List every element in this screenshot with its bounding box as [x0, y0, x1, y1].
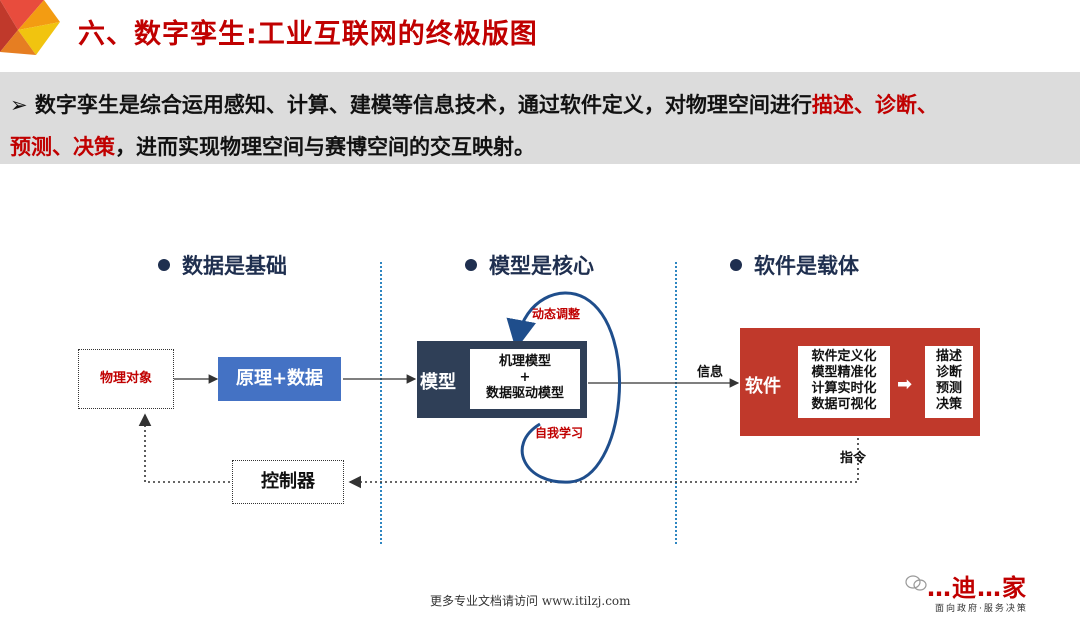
section-heading-model: 模型是核心	[465, 250, 594, 280]
lead-text-b: ，进而实现物理空间与赛博空间的交互映射。	[115, 135, 535, 159]
model-card-line: +	[519, 370, 531, 385]
section-label: 软件是载体	[754, 254, 859, 278]
lead-text-a: 数字孪生是综合运用感知、计算、建模等信息技术，通过软件定义，对物理空间进行	[34, 93, 812, 117]
wechat-icon	[905, 575, 927, 591]
lead-background	[0, 72, 1080, 164]
bullet-dot-icon	[158, 259, 170, 271]
lead-paragraph: ➢ 数字孪生是综合运用感知、计算、建模等信息技术，通过软件定义，对物理空间进行描…	[10, 84, 1070, 168]
model-card-line: 机理模型	[498, 354, 551, 369]
model-card: 机理模型 + 数据驱动模型	[470, 349, 580, 409]
logo-text: …迪…家	[927, 574, 1027, 602]
model-card-line: 数据驱动模型	[485, 386, 564, 401]
controller-box: 控制器	[232, 460, 344, 504]
section-heading-software: 软件是载体	[730, 250, 859, 280]
output-card-line: 描述	[935, 349, 962, 364]
principle-data-label: 原理+数据	[235, 368, 324, 389]
controller-label: 控制器	[261, 471, 315, 492]
bullet-icon: ➢	[10, 93, 28, 117]
right-arrow-icon: ➡	[897, 374, 913, 395]
software-card-line: 数据可视化	[811, 397, 877, 412]
output-card-line: 诊断	[935, 365, 962, 380]
command-label: 指令	[840, 451, 867, 466]
output-card: 描述 诊断 预测 决策	[925, 346, 973, 418]
software-card-line: 软件定义化	[811, 349, 877, 364]
footer-text: 更多专业文档请访问 www.itilzj.com	[430, 594, 631, 608]
lead-red-b: 预测、决策	[10, 135, 115, 159]
lead-red-a: 描述、诊断、	[811, 93, 938, 117]
self-learning-label: 自我学习	[535, 426, 584, 440]
output-card-line: 预测	[935, 381, 962, 396]
physical-object-label: 物理对象	[99, 371, 152, 386]
software-card-line: 模型精准化	[811, 365, 877, 380]
dynamic-adjust-label: 动态调整	[532, 307, 581, 321]
separator-line	[675, 262, 677, 544]
model-label: 模型	[420, 372, 456, 393]
section-heading-data: 数据是基础	[158, 250, 287, 280]
logo: …迪…家 面向政府·服务决策	[905, 568, 1065, 620]
software-card: 软件定义化 模型精准化 计算实时化 数据可视化	[798, 346, 890, 418]
info-label: 信息	[697, 365, 724, 380]
principle-data-box: 原理+数据	[218, 357, 341, 401]
corner-decoration	[0, 0, 60, 55]
bullet-dot-icon	[465, 259, 477, 271]
software-label: 软件	[745, 376, 781, 397]
software-card-line: 计算实时化	[811, 381, 877, 396]
logo-slogan: 面向政府·服务决策	[935, 604, 1028, 614]
section-label: 模型是核心	[489, 254, 594, 278]
page-title: 六、数字孪生:工业互联网的终极版图	[78, 19, 538, 50]
physical-object-box: 物理对象	[78, 349, 174, 409]
separator-line	[380, 262, 382, 544]
bullet-dot-icon	[730, 259, 742, 271]
section-label: 数据是基础	[182, 254, 287, 278]
output-card-line: 决策	[935, 397, 962, 412]
